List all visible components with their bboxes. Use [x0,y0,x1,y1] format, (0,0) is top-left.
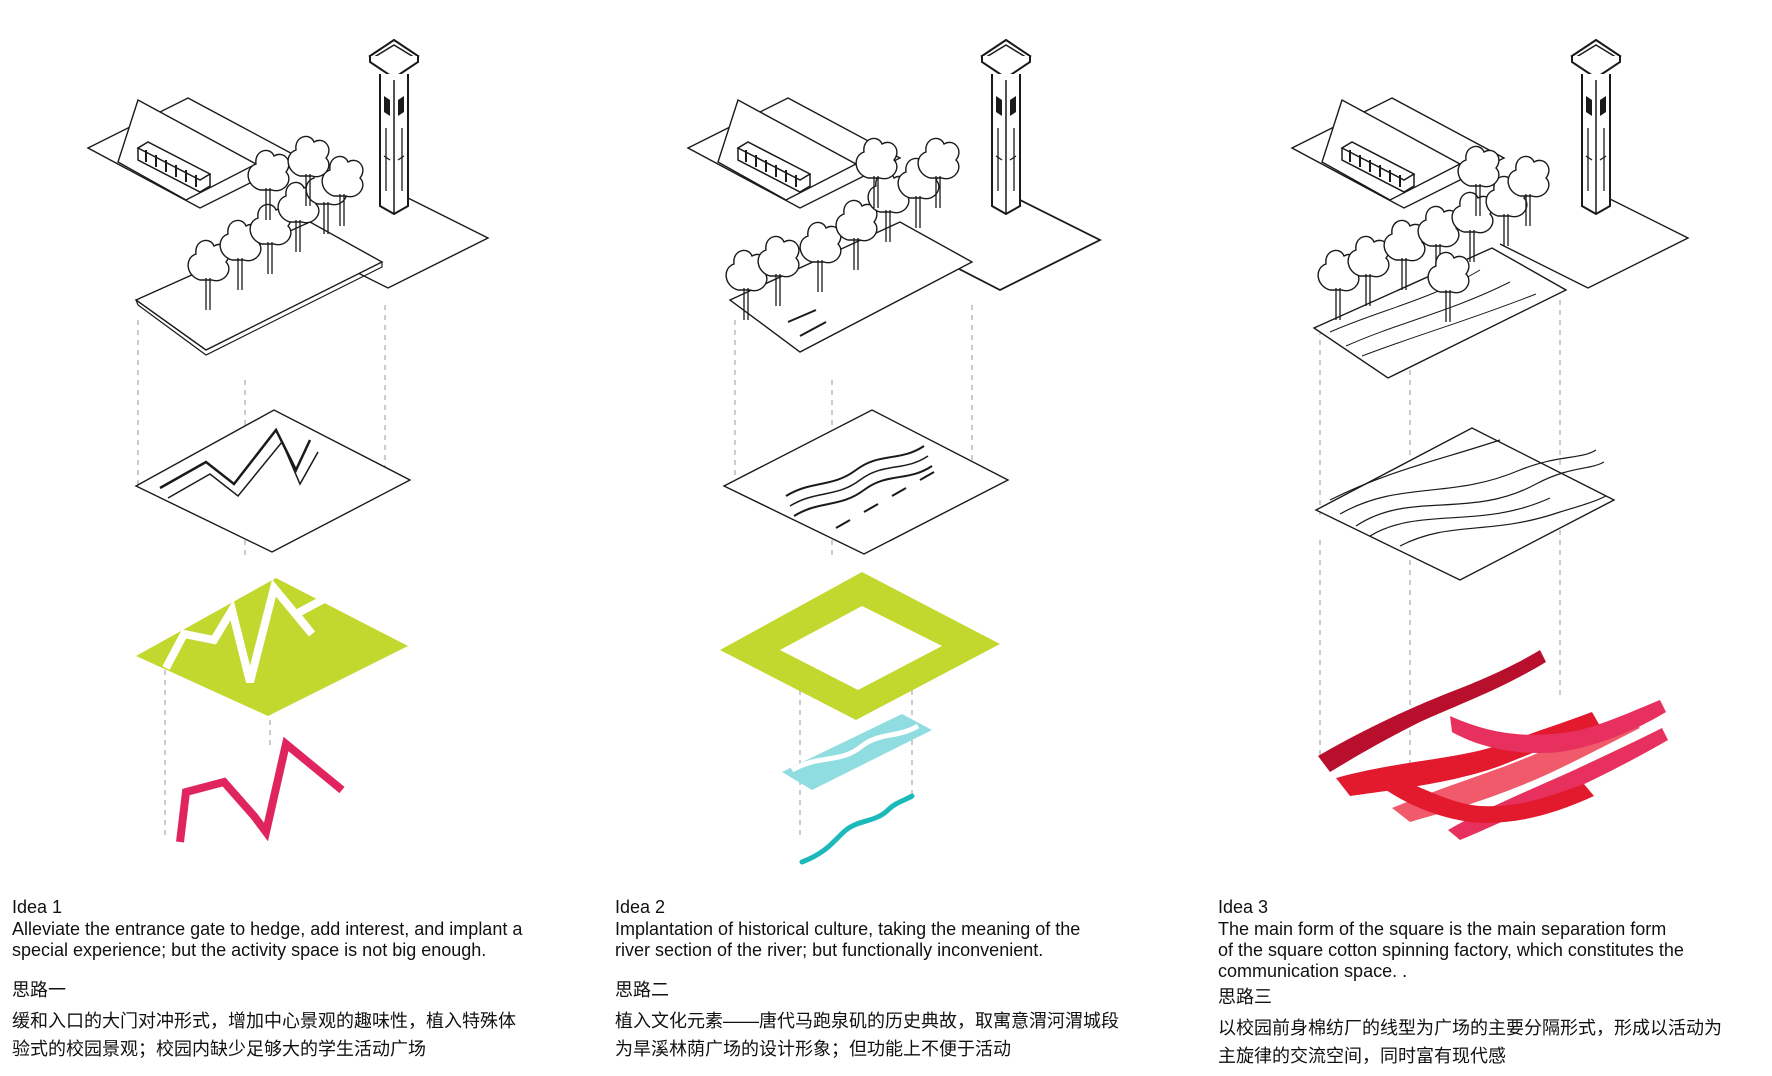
idea-chinese-description: 植入文化元素——唐代马跑泉矶的历史典故，取寓意渭河渭城段 为旱溪林荫广场的设计形… [615,1007,1155,1063]
idea-chinese-line: 以校园前身棉纺厂的线型为广场的主要分隔形式，形成以活动为 [1218,1018,1722,1038]
idea-chinese-description: 以校园前身棉纺厂的线型为广场的主要分隔形式，形成以活动为 主旋律的交流空间，同时… [1218,1014,1758,1070]
idea-chinese-line: 为旱溪林荫广场的设计形象；但功能上不便于活动 [615,1039,1011,1059]
idea-chinese-title: 思路三 [1218,987,1272,1007]
idea-description-line: The main form of the square is the main … [1218,919,1667,939]
idea-chinese-line: 缓和入口的大门对冲形式，增加中心景观的趣味性，植入特殊体 [12,1011,516,1031]
idea-description: Implantation of historical culture, taki… [615,919,1155,961]
idea-description-line: river section of the river; but function… [615,940,1044,960]
idea-1-stack [86,39,490,843]
idea-title: Idea 3 [1218,897,1269,917]
idea-description-line: of the square cotton spinning factory, w… [1218,940,1684,960]
idea-chinese-description: 缓和入口的大门对冲形式，增加中心景观的趣味性，植入特殊体 验式的校园景观；校园内… [12,1007,552,1063]
idea-2-caption: Idea 2 Implantation of historical cultur… [615,896,1155,1063]
idea-description: The main form of the square is the main … [1218,919,1758,982]
idea-chinese-line: 主旋律的交流空间，同时富有现代感 [1218,1046,1506,1066]
idea-chinese-title: 思路一 [12,980,66,1000]
idea-title: Idea 2 [615,897,666,917]
idea-3-caption: Idea 3 The main form of the square is th… [1218,896,1758,1070]
idea-2-stack [686,39,1103,865]
exploded-axonometric-diagram [86,39,1690,865]
idea-1-caption: Idea 1 Alleviate the entrance gate to he… [12,896,552,1063]
idea-title: Idea 1 [12,897,63,917]
idea-description-line: special experience; but the activity spa… [12,940,487,960]
idea-chinese-title: 思路二 [615,980,669,1000]
idea-description-line: Alleviate the entrance gate to hedge, ad… [12,919,523,939]
idea-chinese-line: 植入文化元素——唐代马跑泉矶的历史典故，取寓意渭河渭城段 [615,1011,1119,1031]
idea-description: Alleviate the entrance gate to hedge, ad… [12,919,552,961]
idea-description-line: Implantation of historical culture, taki… [615,919,1081,939]
idea-description-line: communication space. . [1218,961,1408,981]
idea-chinese-line: 验式的校园景观；校园内缺少足够大的学生活动广场 [12,1039,426,1059]
idea-3-stack [1290,39,1690,840]
